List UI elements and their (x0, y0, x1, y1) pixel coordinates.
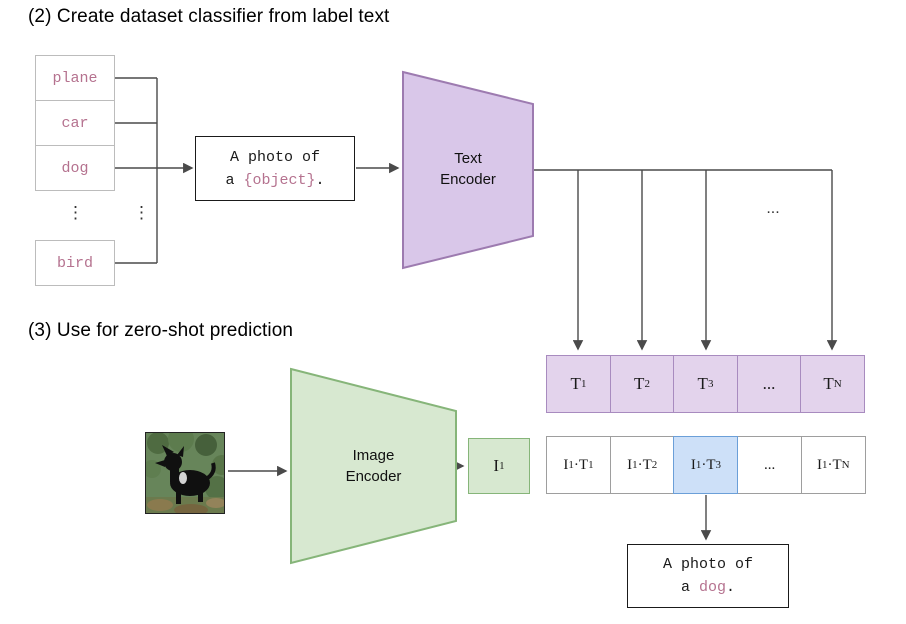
prompt-box: A photo of a {object}. (195, 136, 355, 201)
prediction-line2: a dog. (680, 579, 736, 596)
label-box-dog: dog (35, 145, 115, 191)
labels-ellipsis: ⋮ (67, 203, 84, 222)
image-encoder-shape (290, 367, 457, 565)
section3-title: (3) Use for zero-shot prediction (28, 320, 294, 341)
prompt-line2: a {object}. (225, 171, 325, 189)
predicted-class: dog (698, 579, 726, 596)
label-box-plane: plane (35, 55, 115, 101)
prompt-line1: A photo of (229, 148, 320, 166)
bus-hdots: ... (766, 200, 780, 217)
prompt-object-token: {object} (243, 171, 316, 189)
text-encoder-shape (402, 70, 534, 270)
prediction-box: A photo of a dog. (627, 544, 789, 608)
image-encoder-label: Image Encoder (345, 447, 402, 485)
label-text: plane (52, 69, 98, 87)
section2-title: (2) Create dataset classifier from label… (28, 6, 390, 27)
t-ellipsis-cell: ... (736, 355, 802, 413)
text-encoder-label: Text Encoder (440, 150, 496, 188)
label-text: dog (61, 159, 89, 177)
label-box-bird: bird (35, 240, 115, 286)
label-text: car (61, 114, 89, 132)
dog-photo (145, 432, 225, 514)
dog-photo-art (146, 433, 224, 513)
bus-ellipsis: ⋮ (133, 203, 150, 222)
label-box-car: car (35, 100, 115, 146)
prediction-line1: A photo of (662, 556, 753, 573)
similarity-ellipsis-cell: ... (737, 436, 803, 494)
label-text: bird (56, 254, 93, 272)
